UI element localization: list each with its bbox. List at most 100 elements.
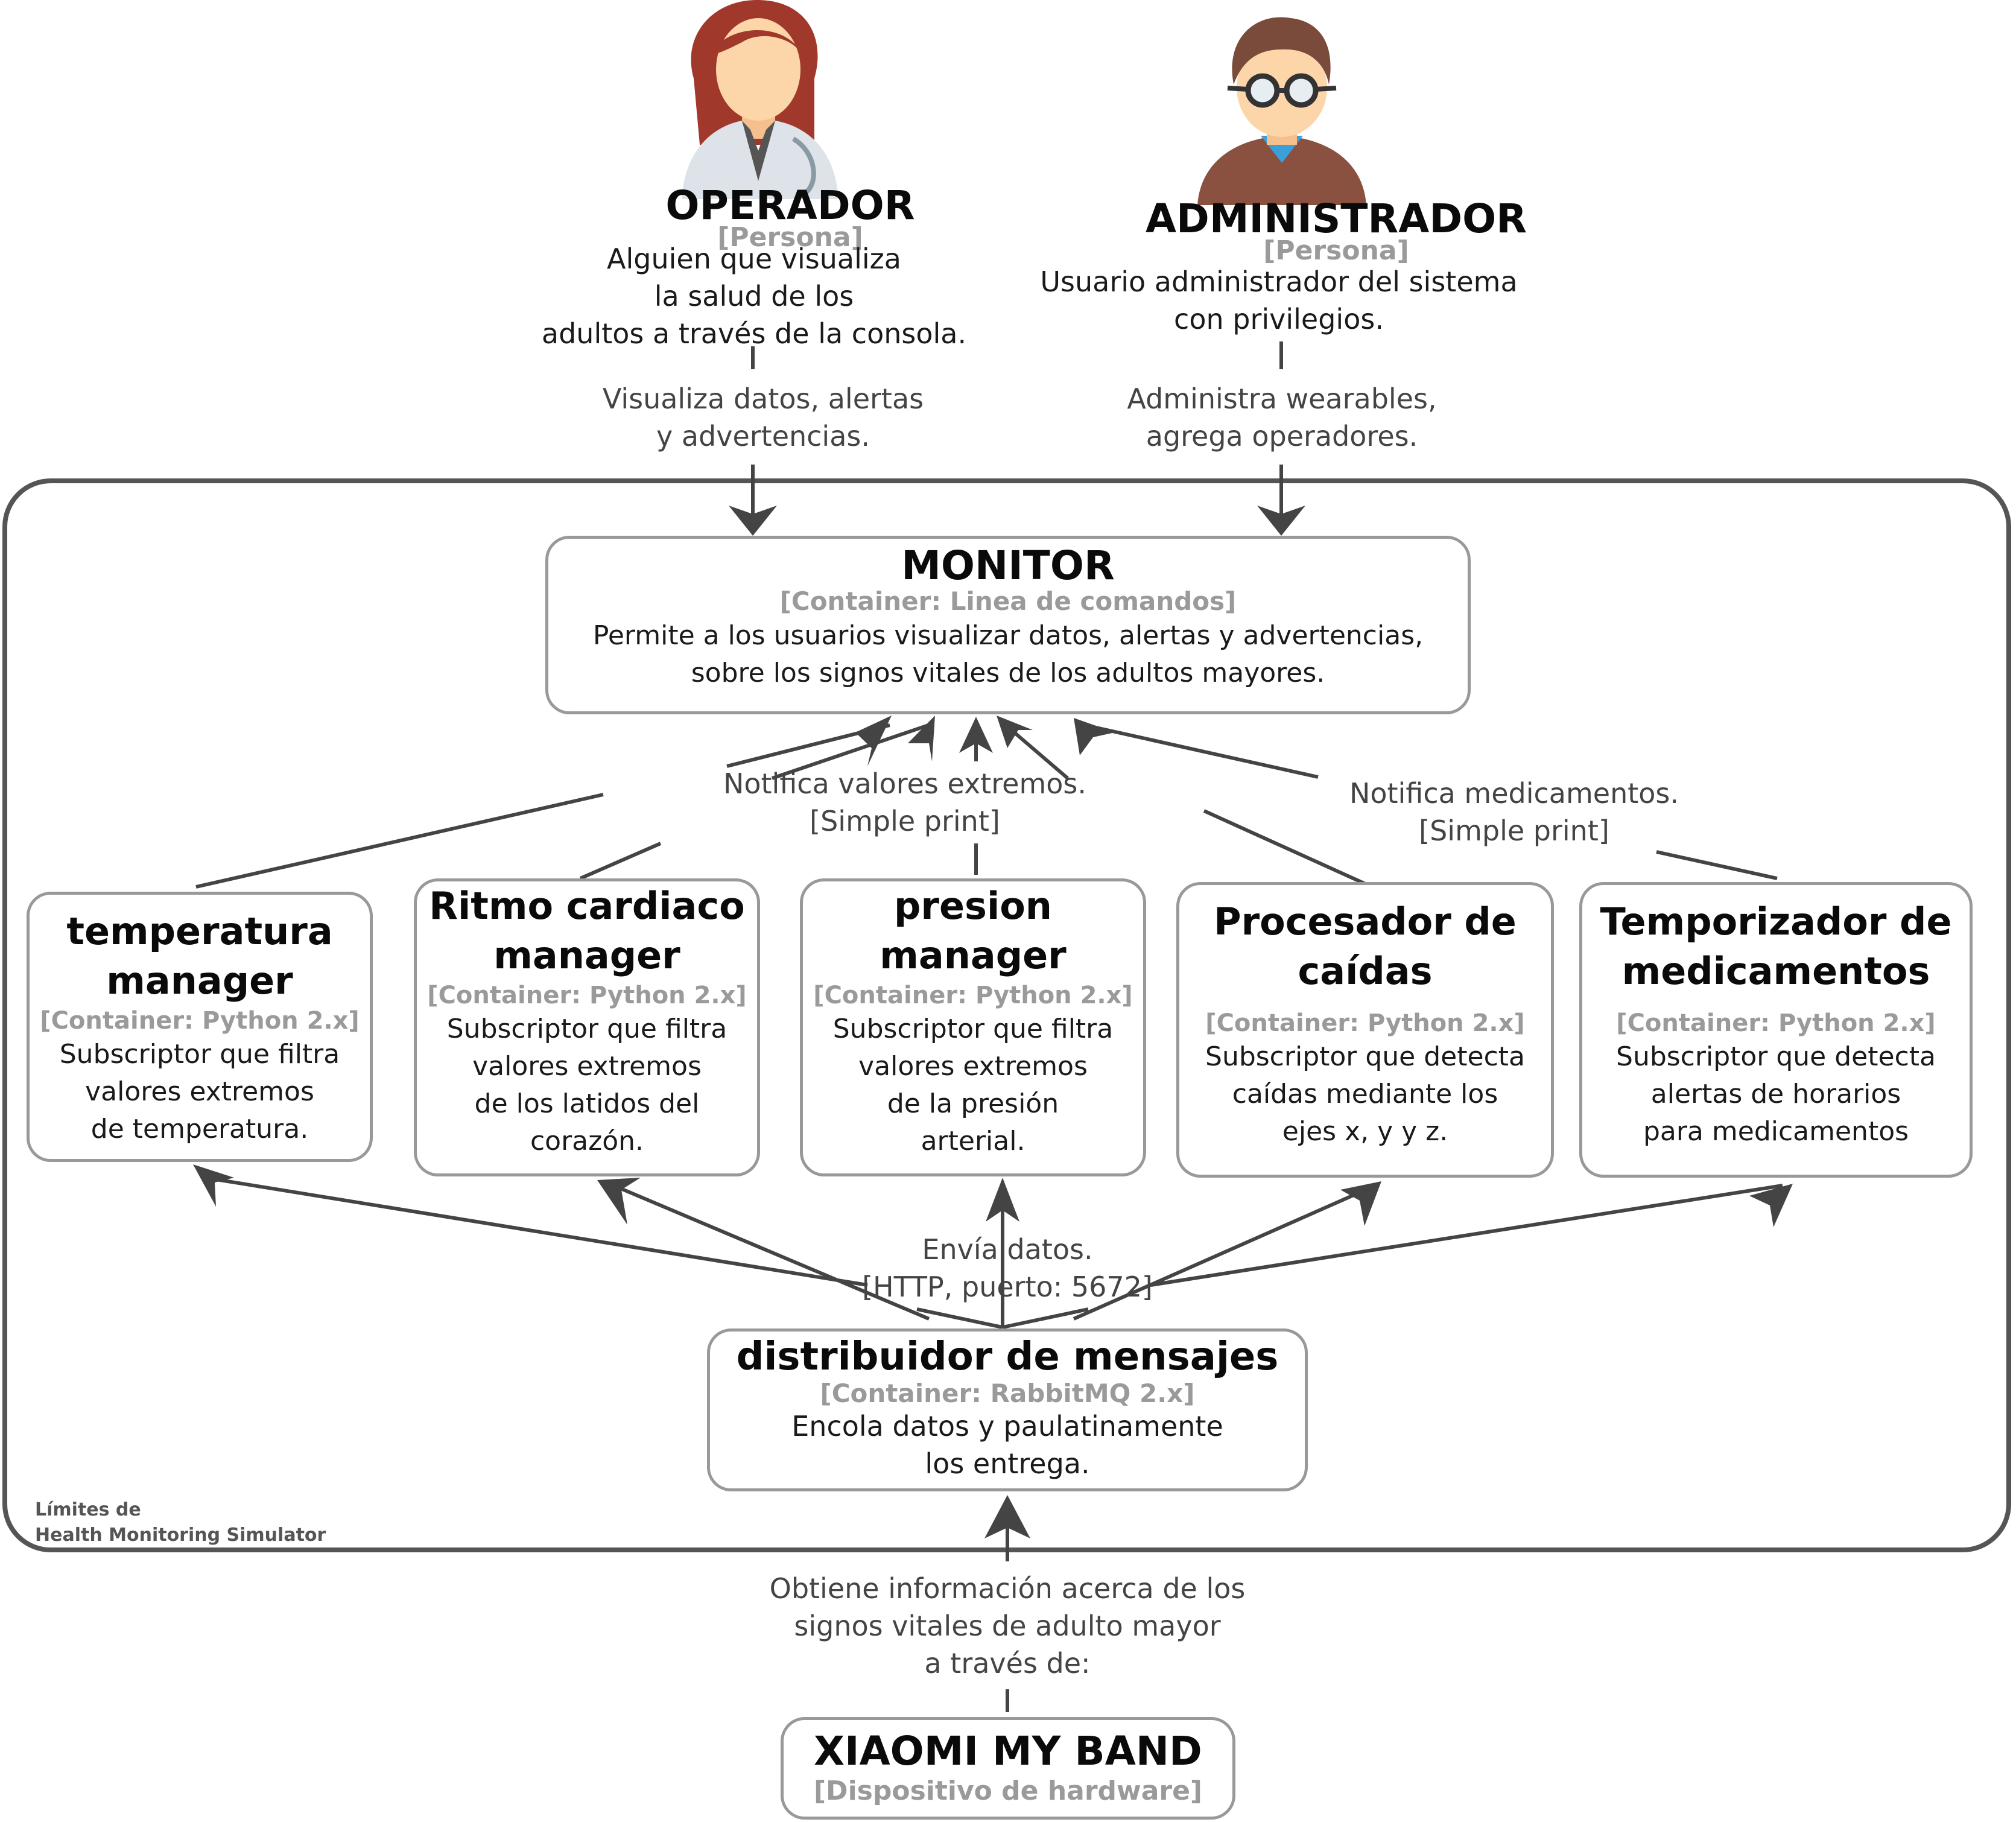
ritmo-tag: [Container: Python 2.x] bbox=[427, 982, 747, 1009]
presion-title-line-2: manager bbox=[880, 933, 1067, 977]
procesador-caidas-container[interactable]: Procesador de caídas [Container: Python … bbox=[1176, 882, 1554, 1178]
arrowhead-caidas bbox=[1340, 1181, 1381, 1226]
presion-desc-line-4: arterial. bbox=[921, 1126, 1025, 1157]
ritmo-desc-line-2: valores extremos bbox=[472, 1051, 702, 1082]
distribuidor-desc-line-1: Encola datos y paulatinamente bbox=[791, 1410, 1223, 1443]
relation-operador-line-2: y advertencias. bbox=[656, 420, 870, 452]
relation-envia-line-1: Envía datos. bbox=[922, 1233, 1093, 1266]
connector-caidas-label bbox=[1203, 809, 1371, 887]
monitor-title: MONITOR bbox=[901, 542, 1115, 589]
presion-tag: [Container: Python 2.x] bbox=[813, 982, 1133, 1009]
operador-desc-line-3: adultos a través de la consola. bbox=[541, 317, 967, 350]
caidas-desc-line-2: caídas mediante los bbox=[1232, 1079, 1498, 1109]
relation-admin-line-2: agrega operadores. bbox=[1146, 420, 1418, 452]
medicamentos-desc-line-1: Subscriptor que detecta bbox=[1616, 1041, 1936, 1072]
administrador-desc-line-2: con privilegios. bbox=[1174, 303, 1384, 335]
relation-operador-monitor: Visualiza datos, alertas y advertencias. bbox=[561, 380, 965, 455]
operador-tag: [Persona] bbox=[717, 222, 863, 253]
operador-person: OPERADOR [Persona] bbox=[513, 181, 1068, 251]
caidas-tag: [Container: Python 2.x] bbox=[1205, 1009, 1525, 1037]
monitor-desc-line-2: sobre los signos vitales de los adultos … bbox=[691, 658, 1325, 688]
connector-extremos-b bbox=[772, 722, 933, 780]
presion-desc-line-3: de la presión bbox=[887, 1088, 1059, 1119]
relation-obtiene-line-2: signos vitales de adulto mayor bbox=[794, 1610, 1221, 1642]
presion-title-line-1: presion bbox=[894, 884, 1052, 928]
caidas-title-line-1: Procesador de bbox=[1214, 900, 1517, 944]
temperatura-manager-container[interactable]: temperatura manager [Container: Python 2… bbox=[27, 892, 373, 1162]
boundary-label-line-2: Health Monitoring Simulator bbox=[35, 1525, 326, 1546]
relation-notifica-extremos: Notifica valores extremos. [Simple print… bbox=[688, 765, 1122, 840]
monitor-container[interactable]: MONITOR [Container: Linea de comandos] P… bbox=[545, 536, 1471, 714]
ritmo-title-line-1: Ritmo cardiaco bbox=[429, 884, 745, 928]
relation-extremos-line-2: [Simple print] bbox=[810, 805, 1000, 837]
arrowhead-med bbox=[1749, 1184, 1793, 1227]
temperatura-title-line-1: temperatura bbox=[66, 909, 333, 953]
relation-medicamentos-line-2: [Simple print] bbox=[1419, 814, 1609, 847]
relation-obtiene-line-1: Obtiene información acerca de los bbox=[769, 1572, 1246, 1605]
relation-envia-datos: Envía datos. [HTTP, puerto: 5672] bbox=[845, 1231, 1170, 1306]
arrowhead-monitor-c bbox=[959, 717, 993, 753]
ritmo-desc-line-4: corazón. bbox=[530, 1126, 644, 1157]
ritmo-desc-line-1: Subscriptor que filtra bbox=[446, 1014, 727, 1044]
caidas-title-line-2: caídas bbox=[1298, 949, 1433, 993]
operador-desc-line-1: Alguien que visualiza bbox=[607, 243, 901, 275]
arrowhead-monitor-e bbox=[1074, 718, 1115, 755]
connector-dist-temp bbox=[204, 1176, 868, 1287]
medicamentos-title-line-1: Temporizador de bbox=[1600, 900, 1952, 944]
connector-med-label bbox=[1656, 850, 1778, 880]
relation-obtiene-line-3: a través de: bbox=[924, 1647, 1091, 1680]
medicamentos-desc-line-3: para medicamentos bbox=[1643, 1116, 1909, 1147]
administrador-name: ADMINISTRADOR bbox=[1145, 195, 1527, 242]
operador-name: OPERADOR bbox=[665, 182, 915, 229]
operador-description: Alguien que visualiza la salud de los ad… bbox=[513, 240, 995, 352]
presion-manager-container[interactable]: presion manager [Container: Python 2.x] … bbox=[800, 878, 1146, 1176]
arrowhead-presion bbox=[986, 1178, 1019, 1222]
xiaomi-tag: [Dispositivo de hardware] bbox=[813, 1776, 1203, 1806]
administrador-description: Usuario administrador del sistema con pr… bbox=[1007, 263, 1550, 338]
arrowhead-temp bbox=[193, 1164, 234, 1207]
relation-operador-line-1: Visualiza datos, alertas bbox=[602, 382, 924, 415]
arrowhead-admin bbox=[1257, 506, 1305, 536]
boundary-label: Límites de Health Monitoring Simulator bbox=[35, 1497, 326, 1548]
relation-admin-monitor: Administra wearables, agrega operadores. bbox=[1074, 380, 1490, 455]
connector-dist-caidas bbox=[1073, 1184, 1377, 1321]
connector-dist-ritmo bbox=[608, 1182, 930, 1321]
connector-dist-fan-b bbox=[1002, 1307, 1089, 1329]
operador-avatar-icon bbox=[682, 0, 838, 199]
relation-obtiene-info: Obtiene información acerca de los signos… bbox=[712, 1570, 1303, 1682]
arrowhead-monitor-b bbox=[908, 716, 935, 761]
caidas-desc-line-3: ejes x, y y z. bbox=[1282, 1116, 1448, 1147]
ritmo-cardiaco-manager-container[interactable]: Ritmo cardiaco manager [Container: Pytho… bbox=[414, 878, 760, 1176]
relation-admin-line-1: Administra wearables, bbox=[1127, 382, 1437, 415]
xiaomi-band-device[interactable]: XIAOMI MY BAND [Dispositivo de hardware] bbox=[781, 1717, 1235, 1820]
caidas-desc-line-1: Subscriptor que detecta bbox=[1205, 1041, 1525, 1072]
medicamentos-title-line-2: medicamentos bbox=[1621, 949, 1930, 993]
connector-temp-label bbox=[195, 793, 604, 889]
temporizador-medicamentos-container[interactable]: Temporizador de medicamentos [Container:… bbox=[1579, 882, 1973, 1178]
monitor-tag: [Container: Linea de comandos] bbox=[779, 586, 1237, 616]
presion-desc-line-2: valores extremos bbox=[858, 1051, 1088, 1082]
boundary-label-line-1: Límites de bbox=[35, 1499, 141, 1520]
xiaomi-title: XIAOMI MY BAND bbox=[814, 1728, 1202, 1774]
administrador-person: ADMINISTRADOR [Persona] bbox=[1025, 194, 1647, 264]
operador-desc-line-2: la salud de los bbox=[654, 280, 854, 313]
presion-desc-line-1: Subscriptor que filtra bbox=[832, 1014, 1114, 1044]
administrador-avatar-icon bbox=[1197, 17, 1366, 205]
connector-ritmo-label bbox=[579, 842, 662, 880]
administrador-tag: [Persona] bbox=[1263, 235, 1409, 266]
administrador-desc-line-1: Usuario administrador del sistema bbox=[1040, 265, 1518, 298]
arrowhead-dist bbox=[984, 1495, 1030, 1538]
arrowhead-ritmo bbox=[597, 1178, 641, 1225]
connector-dist-fan-a bbox=[916, 1307, 1003, 1329]
distribuidor-tag: [Container: RabbitMQ 2.x] bbox=[820, 1379, 1195, 1408]
distribuidor-mensajes-container[interactable]: distribuidor de mensajes [Container: Rab… bbox=[707, 1328, 1308, 1491]
ritmo-desc-line-3: de los latidos del bbox=[474, 1088, 700, 1119]
temperatura-desc-line-3: de temperatura. bbox=[90, 1114, 309, 1144]
relation-notifica-medicamentos: Notifica medicamentos. [Simple print] bbox=[1315, 775, 1713, 849]
relation-extremos-line-1: Notifica valores extremos. bbox=[723, 767, 1087, 800]
medicamentos-desc-line-2: alertas de horarios bbox=[1650, 1079, 1901, 1109]
monitor-desc-line-1: Permite a los usuarios visualizar datos,… bbox=[592, 620, 1424, 651]
relation-envia-line-2: [HTTP, puerto: 5672] bbox=[862, 1271, 1153, 1303]
arrowhead-operador bbox=[729, 506, 777, 536]
